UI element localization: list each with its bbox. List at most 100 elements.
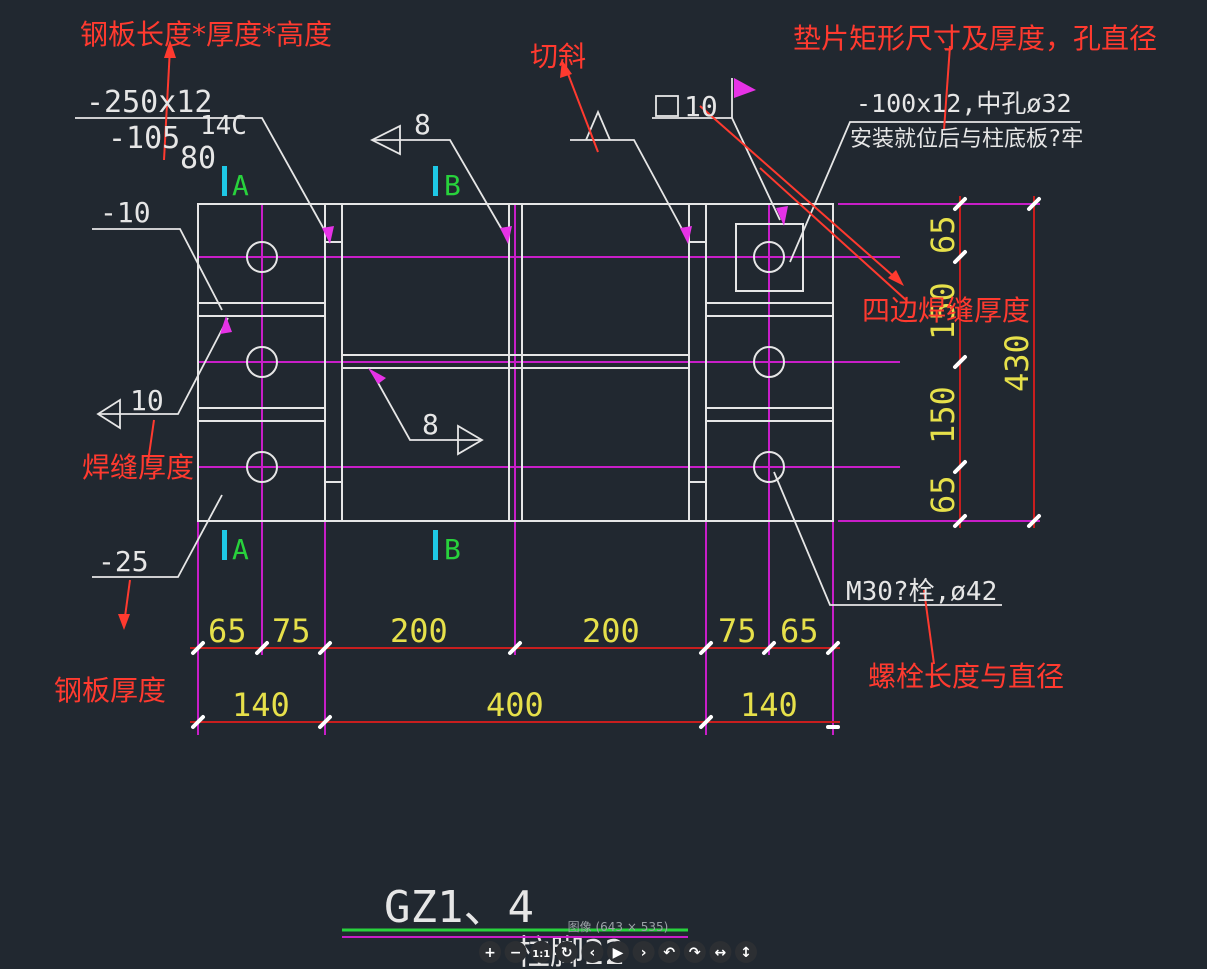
- flip-vertical-icon: ↕: [740, 945, 752, 961]
- dim-tick: [953, 460, 967, 474]
- annotations: 钢板长度*厚度*高度 切斜 垫片矩形尺寸及厚度，孔直径 四边焊缝厚度 焊缝厚度 …: [54, 18, 1157, 707]
- play-button[interactable]: ▶: [607, 941, 629, 963]
- rotate-left-bg: [658, 941, 681, 963]
- reset-button[interactable]: ↻: [555, 941, 578, 963]
- washer-thickness: 10: [684, 90, 718, 123]
- dim-65-bottom: 65: [924, 475, 962, 514]
- flip-horizontal-button[interactable]: ↔: [709, 941, 732, 963]
- weld-symbol-mid: [457, 424, 484, 456]
- dim-200-left: 200: [390, 612, 448, 650]
- bolt-hole: [753, 241, 785, 273]
- plate-left-thickness: -10: [100, 196, 151, 229]
- square-glyph: [655, 95, 679, 117]
- bolt-spec: M30?栓,ø42: [846, 577, 997, 607]
- section-label-b-bottom: B: [444, 533, 461, 566]
- stray-label: 14C: [200, 111, 247, 141]
- drawing-title: GZ1、4: [384, 882, 534, 933]
- arrowhead: [500, 226, 512, 244]
- section-letters: A B A B: [232, 169, 461, 566]
- cad-text-white: -250x12 -105 80 14C -10 -25 8 10 8 10 -1…: [86, 85, 1083, 969]
- next-icon: ›: [641, 945, 647, 961]
- dim-tick: [762, 641, 776, 655]
- rotate-right-icon: ↷: [689, 945, 701, 961]
- actual-size-button[interactable]: 1:1: [530, 941, 553, 963]
- weld-size-top: 8: [414, 108, 431, 141]
- dim-tick: [953, 197, 967, 211]
- base-plate-geometry: [197, 203, 834, 522]
- dim-75-right: 75: [718, 612, 757, 650]
- dim-tick: [1027, 514, 1041, 528]
- zoom-out-button[interactable]: −: [504, 941, 527, 963]
- dim-tick: [255, 641, 269, 655]
- zoom-in-button[interactable]: +: [479, 941, 501, 963]
- arrowhead: [118, 614, 130, 630]
- annotation-arrow-weld: [147, 419, 155, 463]
- dim-tick: [191, 715, 205, 729]
- bolt-hole: [246, 346, 278, 378]
- prev-bg: [581, 941, 604, 963]
- bolt-hole: [753, 346, 785, 378]
- dim-tick: [826, 641, 840, 655]
- rotate-right-button[interactable]: ↷: [683, 941, 706, 963]
- dim-65-right: 65: [780, 612, 819, 650]
- dim-tick: [318, 715, 332, 729]
- next-button[interactable]: ›: [632, 941, 655, 963]
- section-label-a-bottom: A: [232, 533, 249, 566]
- washer-square: [735, 223, 804, 292]
- arrowhead: [322, 226, 334, 244]
- section-marker-b-top: [433, 166, 438, 196]
- leader-plate-spec: [75, 117, 331, 241]
- zoom-in-icon: +: [484, 945, 496, 961]
- actual-size-icon: 1:1: [532, 949, 550, 960]
- bolt-hole: [753, 451, 785, 483]
- leader-bevel: [570, 139, 689, 241]
- leader-weld-top: [372, 139, 509, 241]
- flip-vertical-bg: [735, 941, 757, 963]
- dim-tick: [1027, 197, 1041, 211]
- annotation-plate-size: 钢板长度*厚度*高度: [80, 18, 332, 51]
- annotation-arrowheads: [118, 40, 904, 630]
- play-icon: ▶: [613, 945, 624, 961]
- leader-weld-left: [98, 317, 229, 415]
- plate-base-thickness: -25: [98, 545, 149, 578]
- dimension-text: 65 75 200 200 75 65 140 400 140 65 150 1…: [208, 215, 1036, 724]
- annotation-four-side-weld: 四边焊缝厚度: [862, 294, 1030, 327]
- arrowhead: [680, 226, 692, 244]
- dim-140-right: 140: [740, 686, 798, 724]
- section-markers: [222, 166, 438, 560]
- viewer-toolbar: +−1:1 ↻ ‹ ▶ › ↶ ↷ ↔ ↕: [479, 941, 757, 963]
- flip-horizontal-bg: [709, 941, 732, 963]
- leader-plate-left: [92, 228, 223, 311]
- reset-bg: [555, 941, 578, 963]
- arrowhead: [164, 40, 176, 58]
- prev-button[interactable]: ‹: [581, 941, 604, 963]
- reset-icon: ↻: [561, 945, 573, 961]
- dim-tick: [191, 641, 205, 655]
- arrowhead: [368, 368, 386, 384]
- weld-arrowheads: [220, 78, 788, 384]
- dim-150-upper: 150: [924, 282, 962, 340]
- dim-tick: [699, 641, 713, 655]
- dim-tick: [953, 514, 967, 528]
- section-label-a-top: A: [232, 169, 249, 202]
- arrowhead: [888, 270, 904, 286]
- dim-150-lower: 150: [924, 386, 962, 444]
- annotation-plate-thickness: 钢板厚度: [54, 674, 166, 707]
- weld-size-mid: 8: [422, 408, 439, 441]
- dim-tick: [508, 641, 522, 655]
- leader-washer-spec: [789, 121, 1080, 263]
- plate-spec-text-2: -105: [108, 121, 180, 156]
- annotation-arrows: [123, 45, 951, 665]
- annotation-bevel: 切斜: [530, 40, 586, 73]
- annotation-arrow-weld-b: [759, 167, 907, 301]
- leader-lines: [75, 78, 1080, 606]
- rotate-right-bg: [683, 941, 706, 963]
- flip-vertical-button[interactable]: ↕: [735, 941, 757, 963]
- arrowhead: [776, 206, 788, 226]
- weld-size-left: 10: [130, 384, 164, 417]
- prev-icon: ‹: [590, 945, 596, 961]
- center-lines: [197, 203, 1040, 735]
- rotate-left-button[interactable]: ↶: [658, 941, 681, 963]
- annotation-arrow-bevel: [564, 65, 599, 153]
